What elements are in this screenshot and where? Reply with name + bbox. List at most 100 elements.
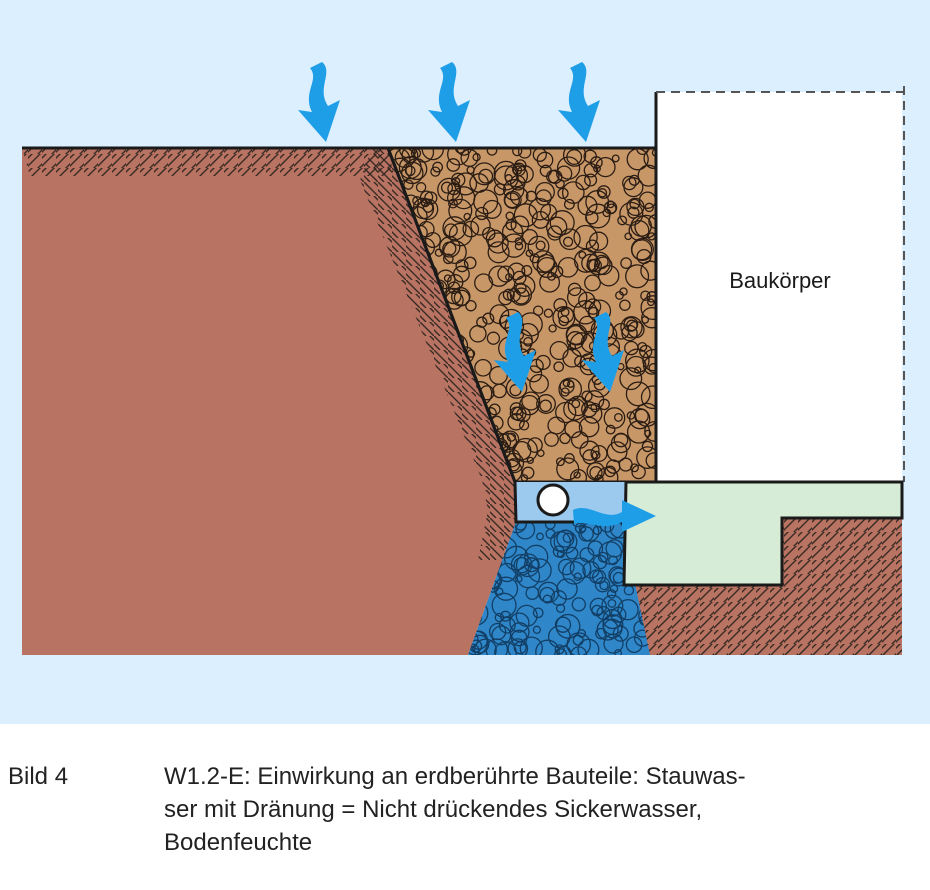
gravel-pebble <box>523 557 540 573</box>
gravel-pebble <box>625 264 650 289</box>
gravel-pebble <box>648 363 656 374</box>
gravel-pebble <box>606 441 628 463</box>
gravel-pebble <box>595 156 616 178</box>
gravel-pebble <box>605 424 616 435</box>
gravel-pebble <box>566 149 583 165</box>
gravel-pebble <box>586 462 605 481</box>
gravel-pebble <box>515 282 527 294</box>
gravel-pebble <box>505 273 513 281</box>
gravel-pebble <box>613 412 623 422</box>
gravel-pebble <box>534 181 555 203</box>
gravel-pebble <box>510 215 530 235</box>
gravel-pebble <box>565 325 586 345</box>
gravel-pebble <box>556 578 578 600</box>
gravel-pebble <box>536 394 556 414</box>
soil-hatch-top <box>22 148 394 176</box>
gravel-pebble <box>504 163 529 188</box>
gravel-pebble <box>515 522 536 540</box>
gravel-pebble <box>601 594 624 617</box>
gravel-pebble <box>566 632 591 655</box>
gravel-pebble <box>579 440 600 461</box>
gravel-pebble <box>578 250 587 259</box>
gravel-pebble <box>443 223 458 238</box>
gravel-pebble <box>566 331 585 350</box>
gravel-pebble <box>645 452 656 469</box>
gravel-pebble <box>571 399 581 409</box>
slope-line <box>386 147 517 483</box>
gravel-pebble <box>451 287 471 307</box>
gravel-pebble <box>486 148 498 156</box>
gravel-pebble <box>510 629 528 647</box>
gravel-pebble <box>507 638 529 655</box>
gravel-pebble <box>559 432 571 445</box>
gravel-pebble <box>558 315 570 327</box>
gravel-pebble <box>521 228 538 246</box>
gravel-pebble <box>548 324 557 333</box>
gravel-pebble <box>532 607 544 619</box>
gravel-pebble <box>470 215 491 236</box>
caption-text: W1.2-E: Einwirkung an erdberührte Bautei… <box>164 760 904 859</box>
gravel-pebble <box>494 612 505 623</box>
gravel-pebble <box>474 273 494 293</box>
gravel-pebble <box>563 397 587 421</box>
gravel-pebble <box>516 564 541 589</box>
gravel-pebble <box>629 408 651 430</box>
gravel-pebble <box>498 290 513 306</box>
gravel-pebble <box>643 148 656 170</box>
gravel-pebble <box>442 216 467 241</box>
gravel-pebble <box>559 378 575 394</box>
gravel-pebble <box>642 356 656 375</box>
gravel-pebble <box>553 298 568 313</box>
gravel-pebble <box>596 466 619 482</box>
gravel-pebble <box>620 316 643 339</box>
gravel-pebble <box>509 187 529 206</box>
gravel-pebble <box>556 645 572 655</box>
gravel-pebble <box>519 394 540 416</box>
gravel-pebble <box>612 322 630 340</box>
gravel-pebble <box>614 649 623 655</box>
gravel-pebble <box>517 148 532 159</box>
gravel-pebble <box>640 260 656 281</box>
gravel-pebble <box>605 459 621 474</box>
gravel-pebble <box>509 402 524 416</box>
gravel-pebble <box>442 253 454 265</box>
gravel-pebble <box>535 354 551 370</box>
gravel-pebble <box>641 306 656 329</box>
gravel-pebble <box>585 239 600 253</box>
soil-cross-section-diagram: Baukörper <box>0 0 930 724</box>
gravel-pebble <box>556 165 573 182</box>
gravel-pebble <box>589 466 603 480</box>
gravel-pebble <box>462 220 480 238</box>
gravel-pebble <box>637 341 648 352</box>
figure-caption: Bild 4 W1.2-E: Einwirkung an erdberührte… <box>0 760 930 870</box>
gravel-pebble <box>491 625 512 646</box>
gravel-pebble <box>432 161 444 173</box>
gravel-pebble <box>526 456 534 465</box>
gravel-pebble <box>478 168 494 184</box>
gravel-pebble <box>569 557 592 580</box>
gravel-pebble <box>421 148 445 161</box>
gravel-pebble <box>536 151 554 169</box>
gravel-pebble <box>555 178 565 189</box>
figure-number: Bild 4 <box>8 763 69 790</box>
gravel-pebble <box>553 529 578 554</box>
gravel-pebble <box>525 190 537 202</box>
gravel-pebble <box>636 446 656 469</box>
gravel-pebble <box>619 299 631 311</box>
gravel-pebble <box>513 275 536 297</box>
gravel-pebble <box>519 636 543 655</box>
gravel-pebble <box>501 233 527 258</box>
gravel-pebble <box>473 638 497 655</box>
gravel-pebble <box>443 274 452 283</box>
gravel-pebble <box>556 550 565 559</box>
gravel-pebble <box>448 222 473 247</box>
gravel-pebble <box>543 308 554 318</box>
gravel-pebble <box>555 457 565 467</box>
gravel-pebble <box>492 383 507 399</box>
gravel-pebble <box>634 366 642 374</box>
gravel-pebble <box>627 206 640 219</box>
caption-line-3: Bodenfeuchte <box>164 829 313 856</box>
gravel-pebble <box>513 556 531 574</box>
gravel-pebble <box>587 540 604 557</box>
gravel-pebble <box>590 402 601 413</box>
